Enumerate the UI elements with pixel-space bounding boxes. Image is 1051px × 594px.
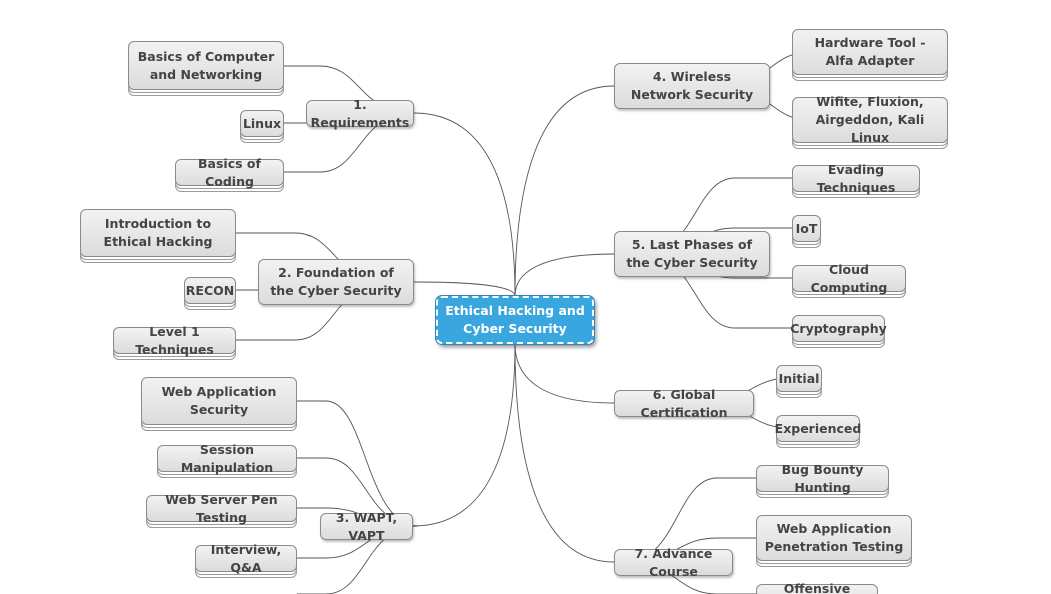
subtopic-session-manipulation[interactable]: Session Manipulation bbox=[157, 442, 297, 475]
subtopic-offensive-security[interactable]: Offensive Security bbox=[756, 581, 878, 594]
subtopic-cloud-computing[interactable]: Cloud Computing bbox=[792, 262, 906, 295]
subtopic-bug-bounty-hunting[interactable]: Bug Bounty Hunting bbox=[756, 462, 889, 495]
topic-global-certification[interactable]: 6. Global Certification bbox=[614, 387, 754, 420]
subtopic-recon[interactable]: RECON bbox=[184, 277, 236, 304]
topic-foundation[interactable]: 2. Foundation of the Cyber Security bbox=[258, 259, 414, 305]
connector-line bbox=[413, 281, 516, 297]
central-topic[interactable]: Ethical Hacking and Cyber Security bbox=[435, 295, 595, 345]
subtopic-alfa-adapter[interactable]: Hardware Tool - Alfa Adapter bbox=[792, 29, 948, 75]
connector-line bbox=[514, 253, 615, 297]
connector-line bbox=[413, 112, 516, 297]
topic-wapt-vapt[interactable]: 3. WAPT, VAPT bbox=[320, 510, 413, 543]
subtopic-experienced[interactable]: Experienced bbox=[775, 415, 861, 442]
subtopic-iot[interactable]: IoT bbox=[792, 215, 821, 242]
connector-line bbox=[514, 343, 615, 404]
subtopic-basics-computer-networking[interactable]: Basics of Computer and Networking bbox=[128, 41, 284, 90]
connector-line bbox=[297, 400, 419, 527]
topic-wireless-network-security[interactable]: 4. Wireless Network Security bbox=[614, 63, 770, 109]
connector-line bbox=[412, 343, 516, 527]
subtopic-initial[interactable]: Initial bbox=[776, 365, 822, 392]
subtopic-intro-ethical-hacking[interactable]: Introduction to Ethical Hacking bbox=[80, 209, 236, 257]
topic-advance-course[interactable]: 7. Advance Course bbox=[614, 546, 733, 579]
subtopic-interview-qa[interactable]: Interview, Q&A bbox=[195, 542, 297, 575]
subtopic-cryptography[interactable]: Cryptography bbox=[790, 315, 887, 342]
subtopic-web-server-pen-testing[interactable]: Web Server Pen Testing bbox=[146, 492, 297, 525]
subtopic-web-app-pen-testing[interactable]: Web Application Penetration Testing bbox=[756, 515, 912, 561]
topic-requirements[interactable]: 1. Requirements bbox=[306, 97, 414, 130]
subtopic-evading-techniques[interactable]: Evading Techniques bbox=[792, 162, 920, 195]
subtopic-wifite-fluxion[interactable]: Wifite, Fluxion, Airgeddon, Kali Linux bbox=[792, 94, 948, 145]
connector-line bbox=[514, 343, 615, 563]
topic-last-phases[interactable]: 5. Last Phases of the Cyber Security bbox=[614, 231, 770, 277]
subtopic-basics-of-coding[interactable]: Basics of Coding bbox=[175, 156, 284, 189]
subtopic-level-1-techniques[interactable]: Level 1 Techniques bbox=[113, 324, 236, 357]
connector-line bbox=[514, 85, 615, 297]
subtopic-linux[interactable]: Linux bbox=[240, 110, 284, 137]
subtopic-web-application-security[interactable]: Web Application Security bbox=[141, 377, 297, 425]
